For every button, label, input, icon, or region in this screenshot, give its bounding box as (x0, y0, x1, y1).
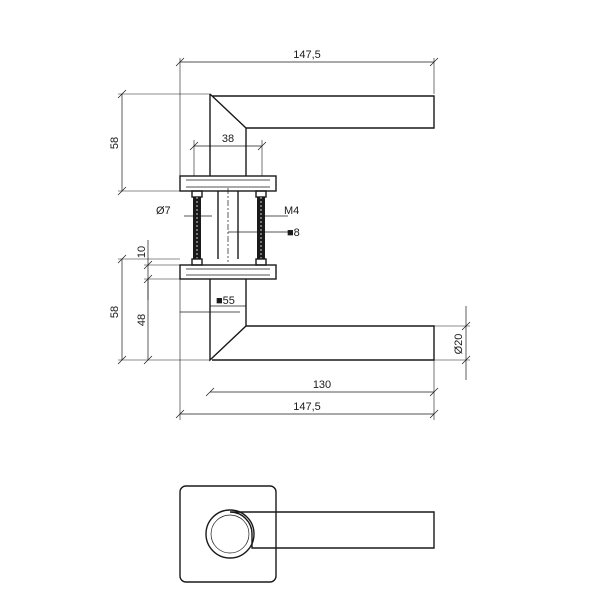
spindle (217, 188, 239, 262)
bottom-lever-handle (180, 279, 435, 362)
dimension-spindle-square-label: ■8 (287, 227, 300, 239)
front-view-neck (205, 509, 255, 559)
front-view-rose (179, 485, 277, 583)
dimension-screw-thread: M4 (265, 205, 299, 217)
top-lever-handle (209, 93, 435, 176)
dimension-handle-diameter-label: Ø20 (453, 334, 465, 355)
dimension-lever-length: 130 (205, 360, 439, 420)
dimension-bottom-width: 147,5 (175, 279, 439, 420)
dimension-bottom-height-inner-label: 48 (136, 314, 148, 326)
dimension-bottom-width-label: 147,5 (293, 401, 321, 413)
dimension-pin-diameter: Ø7 (156, 205, 212, 217)
dimension-pin-diameter-label: Ø7 (156, 205, 171, 217)
dimension-rose-spacing-label: 38 (222, 133, 234, 145)
bottom-rose (179, 258, 277, 280)
mounting-screws (193, 197, 265, 259)
dimension-top-height-label: 58 (109, 137, 121, 149)
dimension-rose-square-label: ■55 (216, 295, 235, 307)
dimension-rose-thickness-label: 10 (136, 246, 148, 258)
dimension-screw-thread-label: M4 (284, 205, 299, 217)
dimension-rose-thickness: 10 (136, 240, 180, 300)
dimension-lever-length-label: 130 (313, 379, 331, 391)
front-view-handle (179, 485, 435, 583)
dimension-spindle-square: ■8 (228, 227, 300, 239)
dimension-handle-diameter: Ø20 (434, 306, 471, 380)
dimension-bottom-height: 58 (109, 254, 210, 365)
dimension-rose-square: ■55 (209, 279, 246, 360)
front-view-lever (229, 511, 435, 549)
dimension-top-width-label: 147,5 (293, 49, 321, 61)
dimension-bottom-height-inner: 48 (136, 279, 153, 365)
dimension-rose-spacing: 38 (189, 133, 267, 176)
dimension-top-height: 58 (109, 89, 210, 196)
dimension-bottom-height-label: 58 (109, 306, 121, 318)
dimension-top-width: 147,5 (175, 49, 439, 176)
